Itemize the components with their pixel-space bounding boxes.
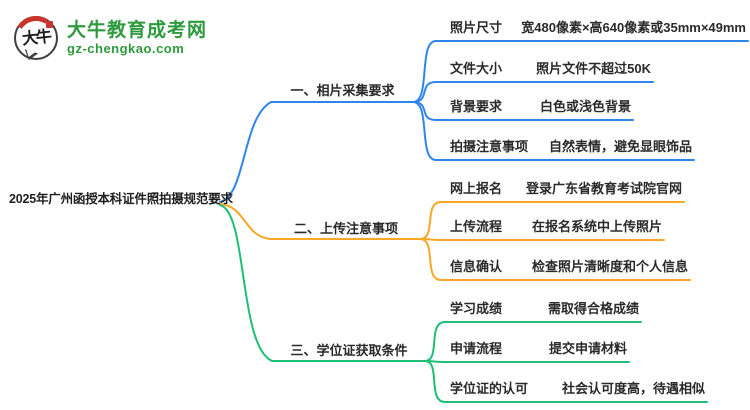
leaf-value: 检查照片清晰度和个人信息 [531,259,688,274]
leaf-value: 在报名系统中上传照片 [531,219,662,234]
logo-site-domain: gz-chengkao.com [67,41,185,57]
leaf-file-size: 文件大小 照片文件不超过50K [430,57,653,82]
branch-label-photo-capture: 一、相片采集要求 [290,83,395,98]
leaf-key: 申请流程 [450,341,503,356]
leaf-key: 网上报名 [450,181,503,196]
leaf-key: 拍摄注意事项 [450,139,529,154]
site-logo: 大牛 大牛教育成考网 gz-chengkao.com [14,16,207,69]
logo-seal-icon [46,21,53,28]
leaf-key: 上传流程 [450,219,503,234]
logo-text: 大牛教育成考网 gz-chengkao.com [67,20,207,57]
leaf-key: 信息确认 [450,259,503,274]
leaf-key: 学习成绩 [450,301,503,316]
logo-site-name: 大牛教育成考网 [67,19,208,41]
leaf-value: 宽480像素×高640像素或35mm×49mm [521,20,746,35]
logo-bubble-text: 大牛 [21,26,51,49]
leaf-key: 文件大小 [450,61,503,76]
leaf-value: 提交申请材料 [548,341,627,356]
leaf-study-grades: 学习成绩 需取得合格成绩 [430,297,641,322]
leaf-upload-process: 上传流程 在报名系统中上传照片 [430,215,664,240]
leaf-value: 登录广东省教育考试院官网 [525,181,682,196]
leaf-shooting-notes: 拍摄注意事项 自然表情，避免显眼饰品 [430,135,694,160]
leaf-photo-size: 照片尺寸 宽480像素×高640像素或35mm×49mm [430,16,748,41]
leaf-online-registration: 网上报名 登录广东省教育考试院官网 [430,177,684,202]
leaf-value: 白色或浅色背景 [539,99,631,114]
root-node-title: 2025年广州函授本科证件照拍摄规范要求 [9,192,233,206]
leaf-key: 照片尺寸 [450,20,503,35]
leaf-degree-recognition: 学位证的认可 社会认可度高，待遇相似 [430,377,707,402]
leaf-application-process: 申请流程 提交申请材料 [430,337,629,362]
leaf-value: 需取得合格成绩 [547,301,639,316]
leaf-background-requirement: 背景要求 白色或浅色背景 [430,95,633,120]
leaf-info-confirmation: 信息确认 检查照片清晰度和个人信息 [430,255,690,280]
leaf-value: 照片文件不超过50K [536,61,651,76]
branch-label-upload-notes: 二、上传注意事项 [293,221,398,236]
branch-label-degree-conditions: 三、学位证获取条件 [290,343,408,358]
leaf-key: 背景要求 [450,99,503,114]
leaf-key: 学位证的认可 [450,381,529,396]
leaf-value: 自然表情，避免显眼饰品 [548,139,692,154]
logo-bubble-icon: 大牛 [14,16,58,69]
leaf-value: 社会认可度高，待遇相似 [561,381,705,396]
